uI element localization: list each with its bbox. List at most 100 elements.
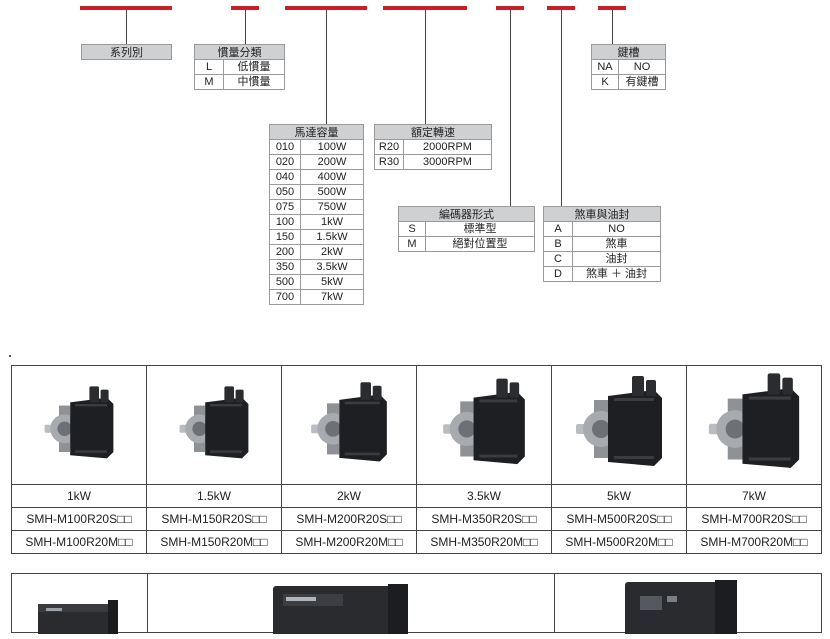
series-table: 系列別 [81, 44, 172, 60]
encoder-code: M [398, 237, 425, 252]
inertia-table: 慣量分類 L 低慣量 M 中慣量 [194, 44, 285, 90]
servo-motor-image [708, 373, 800, 468]
connector-keyway [612, 10, 613, 44]
capacity-code: 350 [269, 260, 300, 275]
brake-desc: 煞車 [572, 237, 661, 252]
motor-model-absolute: SMH-M350R20M□□ [417, 531, 552, 553]
encoder-desc: 絕對位置型 [425, 237, 535, 252]
connector-capacity [326, 10, 327, 124]
drive-grid [11, 573, 823, 639]
inertia-code: M [194, 75, 223, 90]
connector-encoder [510, 10, 511, 207]
capacity-code: 100 [269, 215, 300, 230]
table-row: M 中慣量 [194, 75, 285, 90]
code-bar-capacity [285, 6, 367, 10]
brake-code: C [543, 252, 572, 267]
servo-drive-image [38, 600, 118, 639]
capacity-desc: 7kW [300, 290, 364, 305]
inertia-desc: 低慣量 [223, 60, 285, 75]
inertia-code: L [194, 60, 223, 75]
encoder-desc: 標準型 [425, 222, 535, 237]
inertia-desc: 中慣量 [223, 75, 285, 90]
motor-image-cell [147, 366, 282, 484]
motor-image-cell [282, 366, 417, 484]
keyway-desc: 有鍵槽 [618, 75, 666, 90]
motor-power: 3.5kW [417, 485, 552, 507]
capacity-code: 150 [269, 230, 300, 245]
motor-model-absolute: SMH-M500R20M□□ [552, 531, 687, 553]
code-bar-brake [547, 6, 575, 10]
capacity-desc: 3.5kW [300, 260, 364, 275]
servo-motor-image [443, 378, 525, 465]
motor-image-cell [687, 366, 821, 484]
capacity-code: 200 [269, 245, 300, 260]
capacity-table-title: 馬達容量 [269, 124, 364, 140]
capacity-code: 010 [269, 140, 300, 155]
encoder-table-title: 編碼器形式 [398, 206, 535, 222]
table-row: R20 2000RPM [374, 140, 492, 155]
code-bar-speed [383, 6, 467, 10]
connector-speed [425, 10, 426, 124]
keyway-table-title: 鍵槽 [591, 44, 666, 60]
capacity-code: 075 [269, 200, 300, 215]
speed-table: 額定轉速 R20 2000RPM R30 3000RPM [374, 124, 492, 170]
speed-code: R20 [374, 140, 403, 155]
inertia-table-title: 慣量分類 [194, 44, 285, 60]
code-bar-encoder [496, 6, 524, 10]
table-row: S 標準型 [398, 222, 535, 237]
motor-model-absolute: SMH-M700R20M□□ [700, 535, 808, 549]
motor-model-standard: SMH-M350R20S□□ [417, 508, 552, 530]
motor-model-absolute: SMH-M200R20M□□ [282, 531, 417, 553]
servo-drive-image [273, 584, 408, 639]
servo-drive-image [625, 580, 737, 639]
drive-cell [555, 574, 823, 639]
servo-motor-image [44, 386, 114, 459]
drive-cell [148, 574, 555, 639]
motor-model-standard: SMH-M150R20S□□ [147, 508, 282, 530]
keyway-code: K [591, 75, 618, 90]
table-row: K 有鍵槽 [591, 75, 666, 90]
servo-motor-image [179, 386, 249, 459]
table-row: NA NO [591, 60, 666, 75]
keyway-table: 鍵槽 NA NO K 有鍵槽 [591, 44, 666, 90]
capacity-code: 700 [269, 290, 300, 305]
stray-dot [9, 355, 11, 357]
capacity-code: 050 [269, 185, 300, 200]
brake-desc: 油封 [572, 252, 661, 267]
motor-image-cell [417, 366, 552, 484]
servo-motor-image [576, 376, 662, 466]
motor-power: 5kW [552, 485, 687, 507]
motor-model-s-row: SMH-M100R20S□□SMH-M150R20S□□SMH-M200R20S… [12, 508, 821, 531]
motor-image-row [12, 366, 821, 485]
keyway-code: NA [591, 60, 618, 75]
capacity-desc: 5kW [300, 275, 364, 290]
speed-code: R30 [374, 155, 403, 170]
connector-series [126, 10, 127, 44]
capacity-desc: 750W [300, 200, 364, 215]
motor-model-m-row: SMH-M100R20M□□SMH-M150R20M□□SMH-M200R20M… [12, 531, 821, 553]
brake-desc: NO [572, 222, 661, 237]
capacity-desc: 1.5kW [300, 230, 364, 245]
table-row: R30 3000RPM [374, 155, 492, 170]
capacity-code: 040 [269, 170, 300, 185]
motor-power: 1.5kW [147, 485, 282, 507]
drive-cell [12, 574, 148, 639]
code-bar-inertia [231, 6, 259, 10]
motor-power: 2kW [282, 485, 417, 507]
brake-code: A [543, 222, 572, 237]
capacity-code: 020 [269, 155, 300, 170]
motor-model-standard: SMH-M200R20S□□ [282, 508, 417, 530]
motor-power: 7kW [742, 489, 766, 503]
